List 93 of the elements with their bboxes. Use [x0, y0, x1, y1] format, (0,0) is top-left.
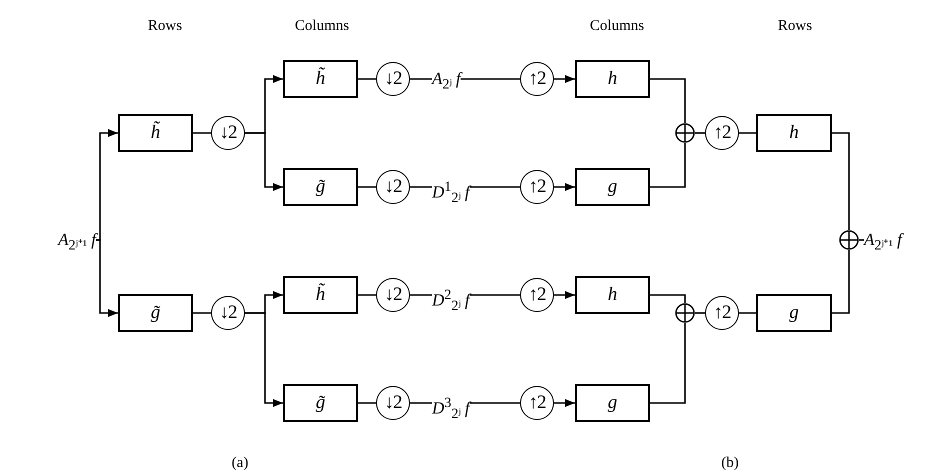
signal-label: A$_{2ʲ⁺¹}$ f: [58, 228, 96, 252]
connector-line: [470, 186, 520, 188]
sampler-circle: [211, 296, 245, 330]
filter-box: [575, 384, 650, 422]
sampling-label: ↑2: [714, 302, 730, 324]
sampler-circle: [376, 386, 410, 420]
sampler-circle: [705, 116, 739, 150]
filter-box: [575, 60, 650, 98]
panel-caption: (a): [232, 455, 248, 470]
filter-label: h̃: [150, 122, 160, 144]
connector-line: [358, 294, 376, 296]
filter-label: h: [608, 68, 618, 90]
sampling-label: ↑2: [714, 122, 730, 144]
sampler-circle: [520, 386, 554, 420]
connector-line: [739, 312, 756, 314]
connector-line: [695, 312, 705, 314]
filter-label: g: [608, 176, 618, 198]
arrow: [554, 183, 575, 191]
sampling-label: ↑2: [528, 176, 546, 198]
filter-box: [756, 294, 832, 332]
filter-box: [283, 276, 358, 314]
filter-label: h̃: [316, 284, 326, 306]
filter-label: g̃: [316, 176, 326, 198]
sampling-label: ↓2: [384, 68, 402, 90]
sampling-label: ↓2: [384, 392, 402, 414]
summing-junction: [675, 123, 695, 143]
filter-label: h: [789, 122, 799, 144]
connector-line: [832, 132, 850, 230]
connector-line: [859, 239, 864, 241]
filter-label: h̃: [316, 68, 326, 90]
stage-heading: Columns: [590, 18, 644, 35]
stage-heading: Rows: [148, 18, 182, 35]
arrow: [554, 291, 575, 299]
connector-line: [695, 132, 705, 134]
summing-junction: [839, 230, 859, 250]
connector-line: [193, 132, 211, 134]
filter-box: [283, 384, 358, 422]
connector-line: [739, 132, 756, 134]
sampling-label: ↓2: [384, 284, 402, 306]
connector-line: [410, 78, 432, 80]
filter-box: [575, 168, 650, 206]
sampling-label: ↑2: [528, 68, 546, 90]
connector-line: [410, 402, 432, 404]
sampler-circle: [376, 170, 410, 204]
sampler-circle: [705, 296, 739, 330]
connector-line: [470, 294, 520, 296]
sampling-label: ↓2: [220, 302, 236, 324]
connector-line: [358, 402, 376, 404]
arrow: [554, 75, 575, 83]
filter-label: h: [608, 284, 618, 306]
sampling-label: ↑2: [528, 392, 546, 414]
connector-line: [358, 78, 376, 80]
arrow: [245, 312, 283, 407]
arrow: [554, 399, 575, 407]
filter-label: g̃: [316, 392, 326, 414]
sampler-circle: [520, 278, 554, 312]
connector-line: [410, 294, 432, 296]
arrow: [245, 132, 283, 191]
filter-box: [118, 294, 193, 332]
sampler-circle: [376, 62, 410, 96]
arrow: [96, 129, 118, 241]
filter-label: g: [789, 302, 799, 324]
filter-box: [118, 114, 193, 152]
connector-line: [650, 78, 686, 123]
connector-line: [470, 402, 520, 404]
connector-line: [358, 186, 376, 188]
signal-label: A$_{2ʲ⁺¹}$ f: [864, 228, 902, 252]
stage-heading: Columns: [294, 18, 350, 35]
filter-box: [575, 276, 650, 314]
filter-box: [756, 114, 832, 152]
panel-caption: (b): [721, 455, 739, 470]
connector-line: [650, 294, 686, 303]
sampling-label: ↓2: [384, 176, 402, 198]
connector-line: [193, 312, 211, 314]
sampling-label: ↑2: [528, 284, 546, 306]
connector-line: [410, 186, 432, 188]
sampler-circle: [376, 278, 410, 312]
connector-line: [650, 323, 686, 404]
connector-line: [832, 250, 850, 314]
signal-label: A$_{2ʲ}$ f: [432, 67, 461, 91]
connector-line: [460, 78, 520, 80]
stage-heading: Rows: [778, 18, 812, 35]
filter-box: [283, 60, 358, 98]
connector-line: [650, 143, 686, 188]
filter-label: g: [608, 392, 618, 414]
sampling-label: ↓2: [220, 122, 236, 144]
summing-junction: [675, 303, 695, 323]
filter-label: g̃: [150, 302, 160, 324]
sampler-circle: [520, 62, 554, 96]
sampler-circle: [211, 116, 245, 150]
filter-box: [283, 168, 358, 206]
arrow: [96, 239, 118, 317]
sampler-circle: [520, 170, 554, 204]
